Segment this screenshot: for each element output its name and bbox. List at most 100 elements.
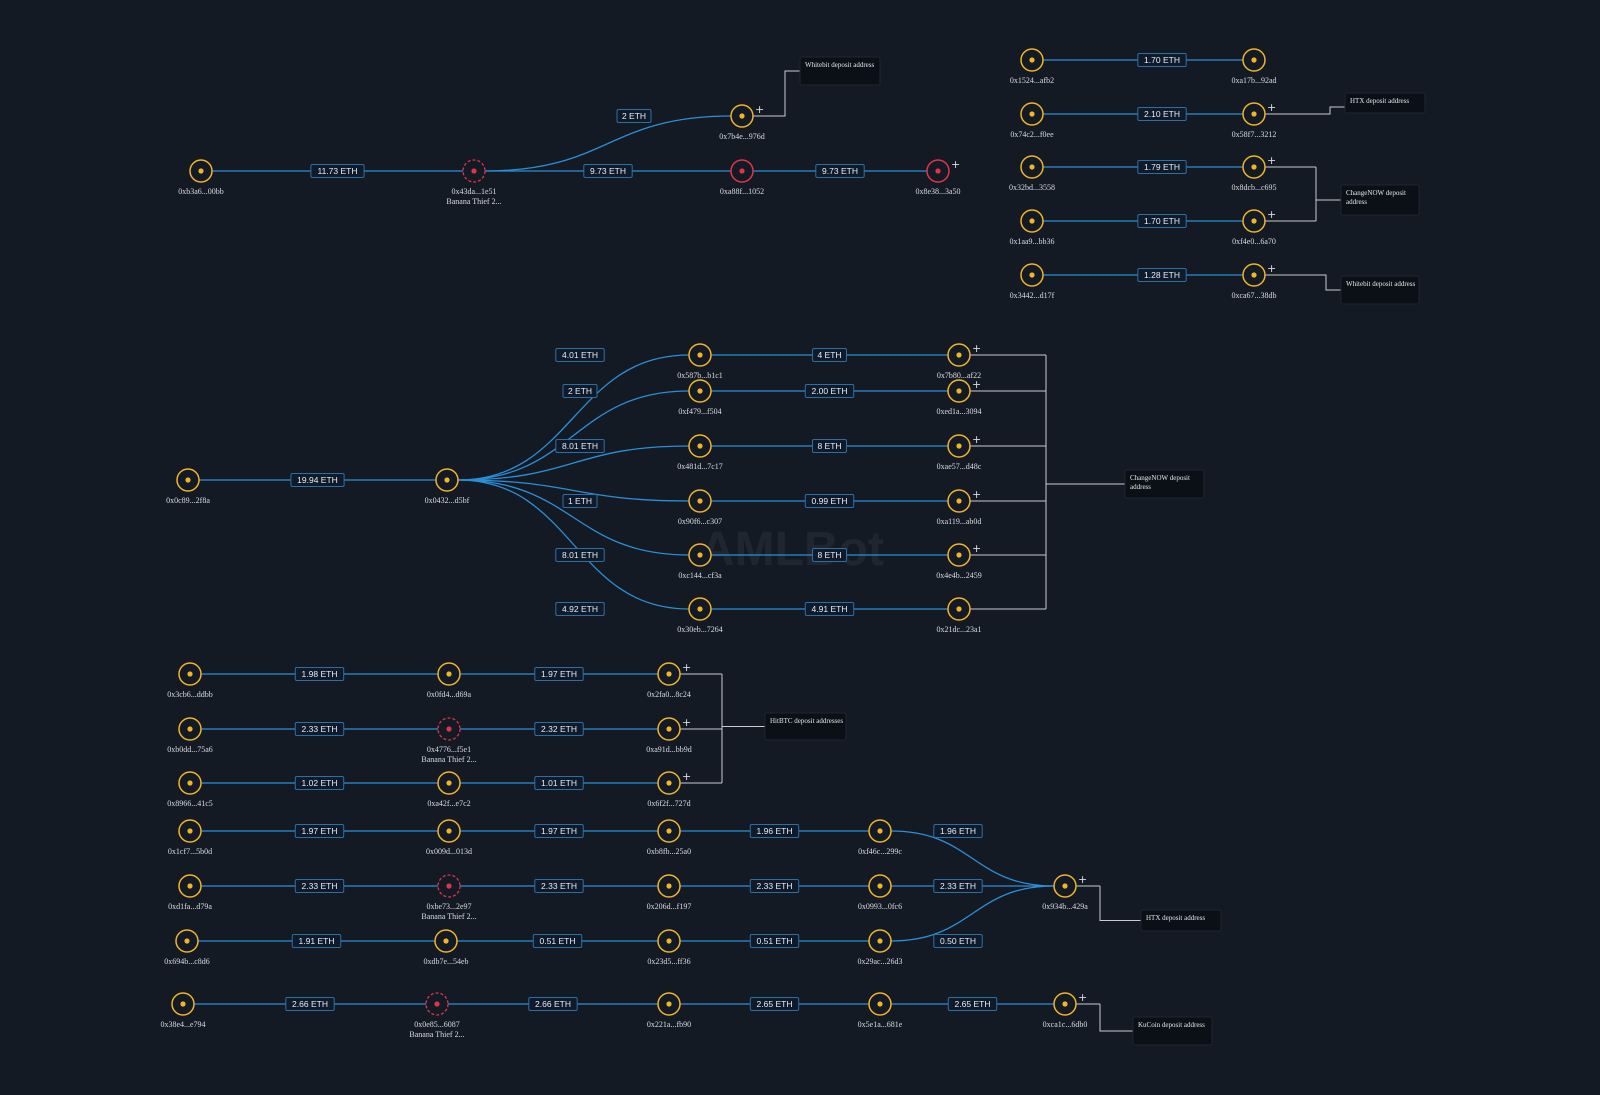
amount-label[interactable]: 9.73 ETH xyxy=(815,164,865,178)
amount-label[interactable]: 4.92 ETH xyxy=(555,602,605,616)
expand-plus-icon[interactable]: + xyxy=(755,103,764,116)
address-node[interactable]: 0x38e4...e794 xyxy=(160,992,206,1029)
address-node[interactable]: 0x481d...7c17 xyxy=(677,434,723,471)
amount-label[interactable]: 1.96 ETH xyxy=(749,824,800,838)
transfer-edge[interactable] xyxy=(890,830,1055,887)
amount-label[interactable]: 1.79 ETH xyxy=(1137,160,1187,174)
amount-label[interactable]: 2.65 ETH xyxy=(947,997,998,1011)
amount-label[interactable]: 4.91 ETH xyxy=(804,602,855,616)
amount-label[interactable]: 1.96 ETH xyxy=(933,824,983,838)
address-node[interactable]: 0xca1c...6db0+ xyxy=(1043,991,1088,1029)
expand-plus-icon[interactable]: + xyxy=(1267,208,1276,221)
address-node[interactable]: 0xf46c...299c xyxy=(858,819,902,856)
expand-plus-icon[interactable]: + xyxy=(1267,101,1276,114)
address-node[interactable]: 0x58f7...3212+ xyxy=(1232,101,1277,139)
expand-plus-icon[interactable]: + xyxy=(682,661,691,674)
address-node[interactable]: 0x0fd4...d69a xyxy=(427,662,472,699)
address-node[interactable]: 0xd1fa...d79a xyxy=(168,874,212,911)
address-node[interactable]: 0xb3a6...00bb xyxy=(178,159,224,196)
address-node[interactable]: 0x3cb6...ddbb xyxy=(167,662,213,699)
amount-label[interactable]: 8 ETH xyxy=(812,548,847,562)
address-node[interactable]: 0x8dcb...c695+ xyxy=(1231,154,1276,192)
amount-label[interactable]: 1.97 ETH xyxy=(294,824,345,838)
exchange-deposit-label[interactable]: HTX deposit address xyxy=(1140,909,1222,932)
transfer-edge[interactable] xyxy=(457,479,690,502)
amount-label[interactable]: 2 ETH xyxy=(562,384,598,398)
expand-plus-icon[interactable]: + xyxy=(1267,262,1276,275)
address-node[interactable]: 0x694b...c8d6 xyxy=(164,929,210,966)
expand-plus-icon[interactable]: + xyxy=(972,542,981,555)
address-node[interactable]: 0x0432...d5bf xyxy=(425,468,470,505)
amount-label[interactable]: 4.01 ETH xyxy=(555,348,605,362)
amount-label[interactable]: 2.33 ETH xyxy=(294,722,345,736)
transfer-edge[interactable] xyxy=(457,479,690,610)
address-node[interactable]: 0xed1a...3094+ xyxy=(936,378,981,416)
amount-label[interactable]: 2.33 ETH xyxy=(749,879,800,893)
address-node[interactable]: 0xa119...ab0d+ xyxy=(937,488,982,526)
amount-label[interactable]: 0.51 ETH xyxy=(532,934,583,948)
amount-label[interactable]: 2.66 ETH xyxy=(528,997,578,1011)
address-node[interactable]: 0x8e38...3a50+ xyxy=(915,158,960,196)
address-node[interactable]: 0xb0dd...75a6 xyxy=(167,717,213,754)
amount-label[interactable]: 11.73 ETH xyxy=(310,164,365,178)
address-node[interactable]: 0xa88f...1052 xyxy=(720,159,764,196)
expand-plus-icon[interactable]: + xyxy=(1078,873,1087,886)
transfer-edge[interactable] xyxy=(457,354,690,481)
address-node[interactable]: 0x5e1a...681e xyxy=(858,992,903,1029)
address-node[interactable]: 0xae57...d48c+ xyxy=(937,433,982,471)
address-node[interactable]: 0x23d5...ff36 xyxy=(647,929,691,966)
amount-label[interactable]: 1.91 ETH xyxy=(291,934,342,948)
amount-label[interactable]: 0.50 ETH xyxy=(933,934,983,948)
address-node[interactable]: 0x206d...f197 xyxy=(647,874,692,911)
amount-label[interactable]: 8.01 ETH xyxy=(555,548,605,562)
expand-plus-icon[interactable]: + xyxy=(972,433,981,446)
address-node[interactable]: 0x4e4b...2459+ xyxy=(936,542,982,580)
address-node[interactable]: 0x1cf7...5b0d xyxy=(168,819,212,856)
address-node[interactable]: 0x90f6...c307 xyxy=(678,489,722,526)
expand-plus-icon[interactable]: + xyxy=(682,716,691,729)
transfer-edge[interactable] xyxy=(457,445,690,481)
expand-plus-icon[interactable]: + xyxy=(1078,991,1087,1004)
amount-label[interactable]: 9.73 ETH xyxy=(583,164,633,178)
address-node[interactable]: 0x0c89...2f8a xyxy=(166,468,210,505)
transfer-edge[interactable] xyxy=(890,885,1055,942)
amount-label[interactable]: 19.94 ETH xyxy=(290,473,345,487)
transfer-edge[interactable] xyxy=(457,390,690,481)
amount-label[interactable]: 8 ETH xyxy=(812,439,847,453)
address-node[interactable]: 0x1524...afb2 xyxy=(1010,48,1054,85)
amount-label[interactable]: 2.33 ETH xyxy=(294,879,345,893)
amount-label[interactable]: 2.66 ETH xyxy=(285,997,335,1011)
amount-label[interactable]: 1 ETH xyxy=(562,494,598,508)
address-node[interactable]: 0xa42f...e7c2 xyxy=(427,771,471,808)
amount-label[interactable]: 2.00 ETH xyxy=(804,384,855,398)
amount-label[interactable]: 1.70 ETH xyxy=(1137,214,1187,228)
address-node[interactable]: 0x29ac...26d3 xyxy=(857,929,903,966)
amount-label[interactable]: 2.32 ETH xyxy=(534,722,584,736)
transfer-edge[interactable] xyxy=(457,479,690,556)
amount-label[interactable]: 1.98 ETH xyxy=(294,667,345,681)
amount-label[interactable]: 2.65 ETH xyxy=(749,997,800,1011)
address-node[interactable]: 0x1aa9...bb36 xyxy=(1009,209,1055,246)
transfer-edge[interactable] xyxy=(484,115,732,172)
address-node[interactable]: 0x74c2...f0ee xyxy=(1010,102,1054,139)
address-node[interactable]: 0x32bd...3558 xyxy=(1009,155,1055,192)
address-node[interactable]: 0x6f2f...727d+ xyxy=(647,770,691,808)
address-node[interactable]: 0x3442...d17f xyxy=(1010,263,1055,300)
exchange-deposit-label[interactable]: KuCoin deposit address xyxy=(1132,1016,1213,1046)
address-node[interactable]: 0x8966...41c5 xyxy=(167,771,213,808)
address-node[interactable]: 0xa91d...bb9d+ xyxy=(646,716,692,754)
address-node[interactable]: 0x7b80...af22+ xyxy=(937,342,981,380)
address-node[interactable]: 0xb8fb...25a0 xyxy=(647,819,691,856)
amount-label[interactable]: 2 ETH xyxy=(616,109,652,123)
address-node[interactable]: 0x7b4e...976d+ xyxy=(719,103,765,141)
address-node[interactable]: 0xf4e0...6a70+ xyxy=(1232,208,1276,246)
exchange-deposit-label[interactable]: Whitebit deposit address xyxy=(799,56,881,86)
amount-label[interactable]: 1.01 ETH xyxy=(534,776,584,790)
address-node[interactable]: 0xf479...f504 xyxy=(678,379,722,416)
expand-plus-icon[interactable]: + xyxy=(1267,154,1276,167)
exchange-deposit-label[interactable]: Whitebit deposit address xyxy=(1340,275,1420,305)
